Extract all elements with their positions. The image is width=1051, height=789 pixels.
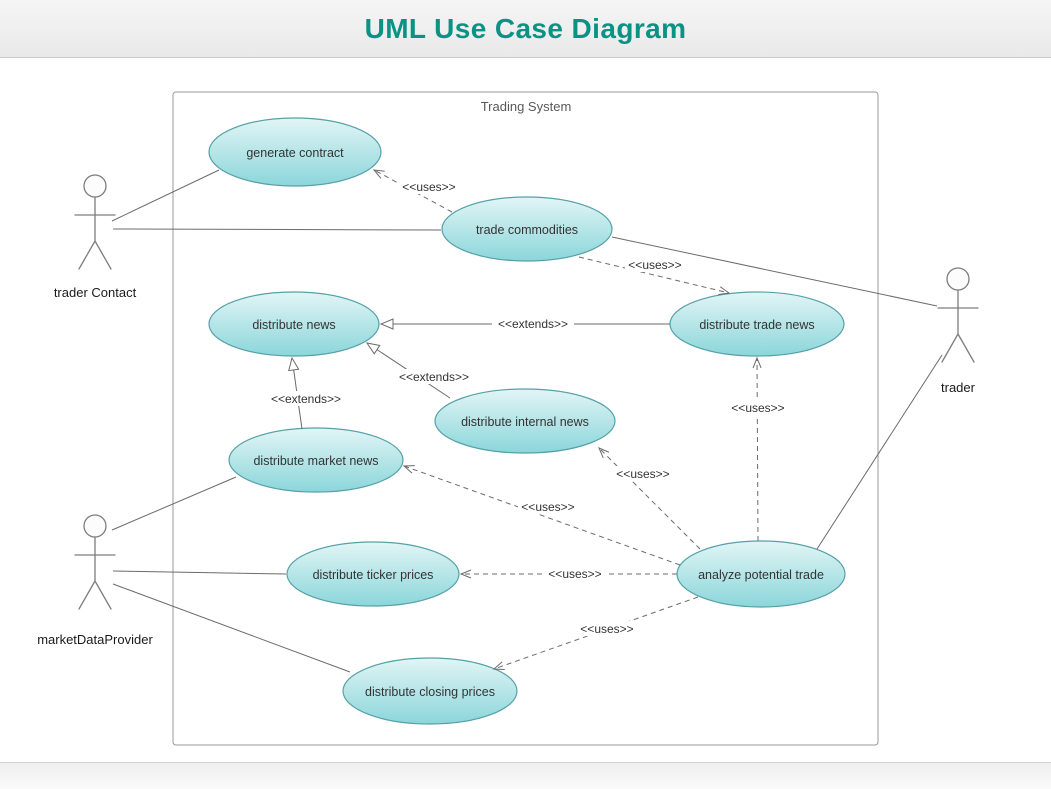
association-marketdataprovider-distribute-closing-prices — [112, 583, 351, 673]
uses-analyze-potential-trade-to-distribute-market-news — [402, 465, 681, 566]
use-case-ellipse — [342, 657, 518, 725]
association-trader-contact-trade-commodities — [112, 228, 442, 231]
use-case-distribute-internal-news: distribute internal news — [434, 388, 616, 454]
actor-head — [946, 267, 970, 291]
use-case-analyze-potential-trade: analyze potential trade — [676, 540, 846, 608]
use-cases: generate contract trade commodities dist… — [208, 117, 846, 725]
connector-label-bg — [577, 621, 637, 636]
uses-analyze-potential-trade-to-distribute-trade-news — [752, 356, 762, 542]
association-marketdataprovider-distribute-market-news — [111, 476, 237, 531]
use-case-ellipse — [208, 291, 380, 357]
actor-body — [937, 289, 979, 363]
connector-label-bg — [399, 179, 459, 194]
uses-trade-commodities-to-generate-contract — [372, 169, 453, 213]
uses-label: <<uses>> — [731, 401, 784, 415]
actor-label: marketDataProvider — [37, 632, 153, 647]
connector-label-bg — [625, 257, 685, 272]
extends-label: <<extends>> — [271, 392, 341, 406]
uses-trade-commodities-to-distribute-trade-news — [578, 256, 731, 296]
use-case-label: distribute trade news — [699, 318, 814, 332]
uses-label: <<uses>> — [402, 180, 455, 194]
use-case-ellipse — [286, 541, 460, 607]
connector-label-bg — [545, 566, 605, 581]
association-trader-analyze-potential-trade — [816, 354, 943, 550]
actor-head — [83, 514, 107, 538]
extends-label: <<extends>> — [498, 317, 568, 331]
actor-trader-contact: trader Contact — [54, 174, 137, 300]
use-case-distribute-trade-news: distribute trade news — [669, 291, 845, 357]
connector-label-bg — [393, 369, 475, 384]
use-case-ellipse — [228, 427, 404, 493]
uses-analyze-potential-trade-to-distribute-internal-news — [598, 447, 701, 550]
uses-label: <<uses>> — [628, 258, 681, 272]
use-case-label: analyze potential trade — [698, 568, 824, 582]
connector-label-bg — [492, 316, 574, 331]
connector-label-bg — [613, 466, 673, 481]
use-case-distribute-news: distribute news — [208, 291, 380, 357]
association-trader-contact-generate-contract — [111, 169, 220, 222]
actor-trader: trader — [937, 267, 979, 395]
connector-label-bg — [265, 391, 347, 406]
use-case-distribute-ticker-prices: distribute ticker prices — [286, 541, 460, 607]
page-title: UML Use Case Diagram — [364, 12, 687, 44]
use-case-label: generate contract — [246, 146, 344, 160]
association-lines — [111, 169, 943, 673]
uses-label: <<uses>> — [521, 500, 574, 514]
uses-label: <<uses>> — [616, 467, 669, 481]
actor-market-data-provider: marketDataProvider — [37, 514, 153, 647]
actor-body — [74, 196, 116, 270]
system-boundary-label: Trading System — [481, 99, 572, 114]
use-case-label: distribute news — [252, 318, 335, 332]
system-boundary: Trading System — [172, 91, 879, 746]
extends-label: <<extends>> — [399, 370, 469, 384]
actor-body — [74, 536, 116, 610]
use-case-label: distribute internal news — [461, 415, 589, 429]
use-case-distribute-closing-prices: distribute closing prices — [342, 657, 518, 725]
uses-label: <<uses>> — [580, 622, 633, 636]
system-boundary-rect — [172, 91, 879, 746]
actor-label: trader — [941, 380, 976, 395]
actor-label: trader Contact — [54, 285, 137, 300]
association-marketdataprovider-distribute-ticker-prices — [112, 570, 287, 575]
connector-label-bg — [518, 499, 578, 514]
association-trader-trade-commodities — [611, 236, 938, 307]
actor-head — [83, 174, 107, 198]
page-header: UML Use Case Diagram — [0, 0, 1051, 58]
uses-connectors: <<uses>> <<uses>> <<uses>> <<uses>> <<us… — [372, 169, 788, 670]
use-case-trade-commodities: trade commodities — [441, 196, 613, 262]
extends-connectors: <<extends>> <<extends>> <<extends>> — [265, 316, 670, 430]
use-case-label: trade commodities — [476, 223, 578, 237]
uses-label: <<uses>> — [548, 567, 601, 581]
use-case-ellipse — [208, 117, 382, 187]
use-case-ellipse — [434, 388, 616, 454]
use-case-label: distribute market news — [253, 454, 378, 468]
connector-label-bg — [728, 400, 788, 415]
use-case-generate-contract: generate contract — [208, 117, 382, 187]
use-case-distribute-market-news: distribute market news — [228, 427, 404, 493]
page-footer — [0, 762, 1051, 789]
use-case-label: distribute closing prices — [365, 685, 495, 699]
use-case-ellipse — [441, 196, 613, 262]
use-case-label: distribute ticker prices — [313, 568, 434, 582]
